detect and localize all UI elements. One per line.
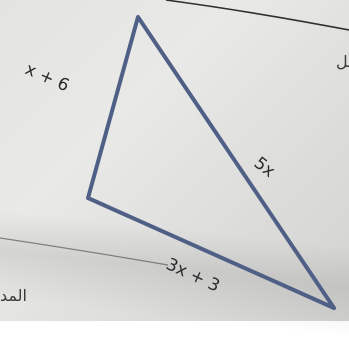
side-label-left: x + 6 xyxy=(22,59,72,96)
triangle-diagram: x + 6 5x 3x + 3 xyxy=(0,0,349,310)
side-label-right: 5x xyxy=(250,153,279,182)
paper-background xyxy=(0,0,349,321)
triangle xyxy=(86,15,336,310)
page-curve-line xyxy=(165,0,349,31)
page-corner-text: المد xyxy=(0,286,27,305)
page-right-mark: ـل xyxy=(336,52,349,71)
side-label-bottom: 3x + 3 xyxy=(163,254,223,296)
page-edge-line xyxy=(0,237,169,266)
